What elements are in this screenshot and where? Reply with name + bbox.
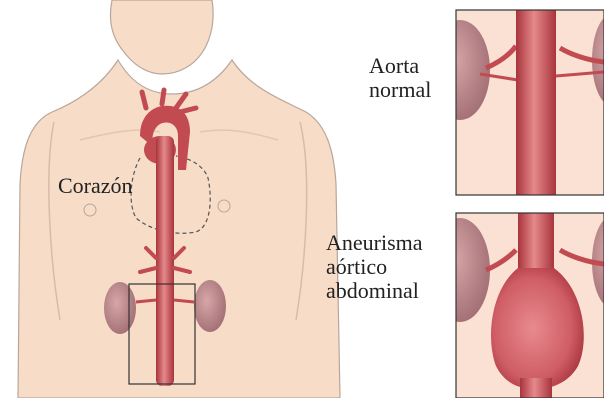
normal-panel-left-kidney xyxy=(430,20,490,120)
heart-label: Corazón xyxy=(58,174,133,198)
descending-aorta xyxy=(156,136,174,386)
aneurysm-upper-aorta xyxy=(518,213,554,273)
normal-aorta-label-line1: Aorta xyxy=(369,54,431,78)
aneurysm-bulge xyxy=(491,268,584,388)
normal-aorta-label: Aorta normal xyxy=(369,54,431,102)
right-kidney xyxy=(194,280,226,332)
aneurysm-panel-left-kidney xyxy=(430,218,490,322)
left-kidney xyxy=(104,282,136,334)
head-neck xyxy=(111,0,214,74)
normal-aorta-label-line2: normal xyxy=(369,78,431,102)
torso xyxy=(18,0,340,398)
aneurysm-label-line1: Aneurisma xyxy=(326,231,423,255)
aneurysm-lower-aorta xyxy=(520,378,552,398)
aneurysm-label-line3: abdominal xyxy=(326,279,423,303)
aneurysm-label: Aneurisma aórtico abdominal xyxy=(326,231,423,303)
aneurysm-label-line2: aórtico xyxy=(326,255,423,279)
normal-aorta xyxy=(516,10,556,195)
heart-label-text: Corazón xyxy=(58,174,133,198)
